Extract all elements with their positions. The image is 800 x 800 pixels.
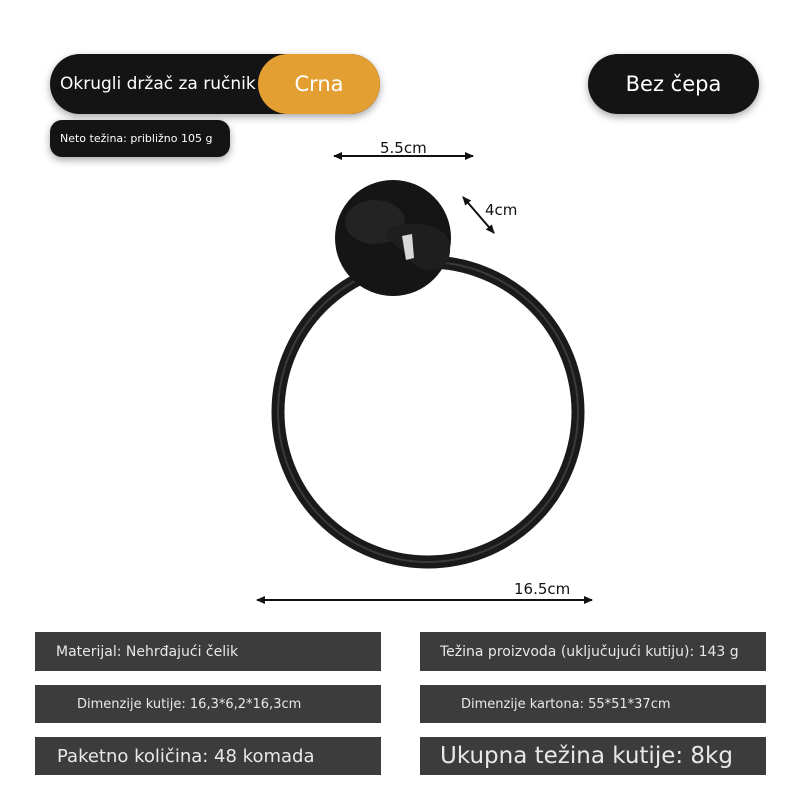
bracket-clip: [402, 234, 414, 260]
spec-box-dimensions: Dimenzije kutije: 16,3*6,2*16,3cm: [35, 685, 381, 723]
base-width-label: 5.5cm: [380, 139, 427, 157]
product-name-pill: Okrugli držač za ručnik Crna: [50, 54, 380, 114]
spec-package-quantity-text: Paketno količina: 48 komada: [57, 745, 315, 767]
plug-label: Bez čepa: [625, 72, 722, 96]
color-option-button[interactable]: Crna: [258, 54, 380, 114]
net-weight-label: Neto težina: približno 105 g: [60, 132, 213, 145]
net-weight-badge: Neto težina: približno 105 g: [50, 120, 230, 157]
spec-carton-dimensions-text: Dimenzije kartona: 55*51*37cm: [461, 696, 671, 712]
spec-carton-dimensions: Dimenzije kartona: 55*51*37cm: [420, 685, 766, 723]
towel-ring: [271, 255, 585, 569]
spec-total-box-weight: Ukupna težina kutije: 8kg: [420, 737, 766, 775]
spec-product-weight-text: Težina proizvoda (uključujući kutiju): 1…: [440, 643, 739, 660]
spec-material: Materijal: Nehrđajući čelik: [35, 632, 381, 671]
spec-total-box-weight-text: Ukupna težina kutije: 8kg: [440, 743, 733, 769]
ring-width-label: 16.5cm: [514, 580, 570, 598]
depth-label: 4cm: [485, 201, 517, 219]
plug-option-button[interactable]: Bez čepa: [588, 54, 759, 114]
product-name: Okrugli držač za ručnik: [60, 74, 256, 94]
depth-arrow: [462, 196, 495, 234]
spec-material-text: Materijal: Nehrđajući čelik: [56, 643, 239, 660]
spec-package-quantity: Paketno količina: 48 komada: [35, 737, 381, 775]
mount-bracket: [384, 223, 451, 271]
color-label: Crna: [294, 72, 344, 96]
spec-box-dimensions-text: Dimenzije kutije: 16,3*6,2*16,3cm: [77, 696, 302, 712]
spec-product-weight: Težina proizvoda (uključujući kutiju): 1…: [420, 632, 766, 671]
product-figure: 5.5cm 4cm 16.5cm: [256, 139, 593, 604]
